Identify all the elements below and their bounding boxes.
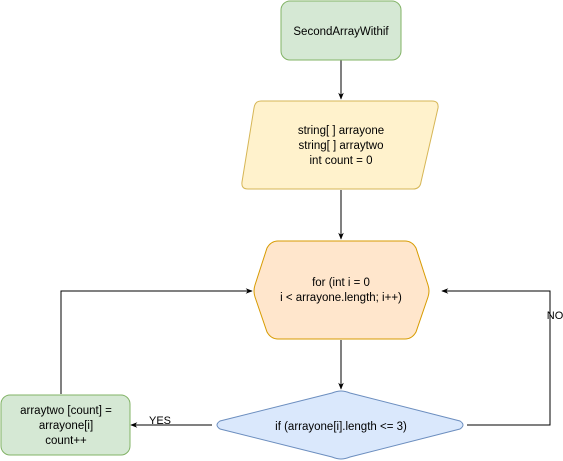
node-loop-line-1: for (int i = 0 [312, 277, 370, 289]
node-loop-shape [253, 240, 430, 340]
node-assign-line-2: arrayone[i] [39, 420, 93, 432]
node-condition-line-1: if (arrayone[i].length <= 3) [275, 421, 407, 433]
node-declare-line-1: string[ ] arrayone [298, 125, 384, 137]
edges [60, 60, 551, 428]
node-declare: string[ ] arrayone string[ ] arraytwo in… [241, 100, 439, 190]
node-assign: arraytwo [count] = arrayone[i] count++ [0, 394, 131, 456]
node-condition: if (arrayone[i].length <= 3) [216, 390, 464, 460]
node-assign-line-1: arraytwo [count] = [20, 405, 112, 417]
node-start: SecondArrayWithif [280, 0, 402, 61]
node-declare-line-3: int count = 0 [310, 155, 373, 167]
edge-condition-to-loop [441, 288, 551, 426]
node-declare-line-2: string[ ] arraytwo [299, 140, 384, 152]
edge-assign-to-loop [60, 288, 253, 394]
node-start-shape [280, 0, 402, 61]
edge-label-no: NO [547, 310, 563, 322]
node-condition-shape [216, 390, 464, 460]
node-declare-shape [241, 100, 439, 190]
node-assign-line-3: count++ [45, 435, 87, 447]
edge-label-yes: YES [149, 415, 171, 427]
node-start-line-1: SecondArrayWithif [293, 26, 389, 38]
node-loop-line-2: i < arrayone.length; i++) [280, 292, 402, 304]
node-assign-shape [0, 394, 131, 456]
node-loop: for (int i = 0 i < arrayone.length; i++) [253, 240, 430, 340]
